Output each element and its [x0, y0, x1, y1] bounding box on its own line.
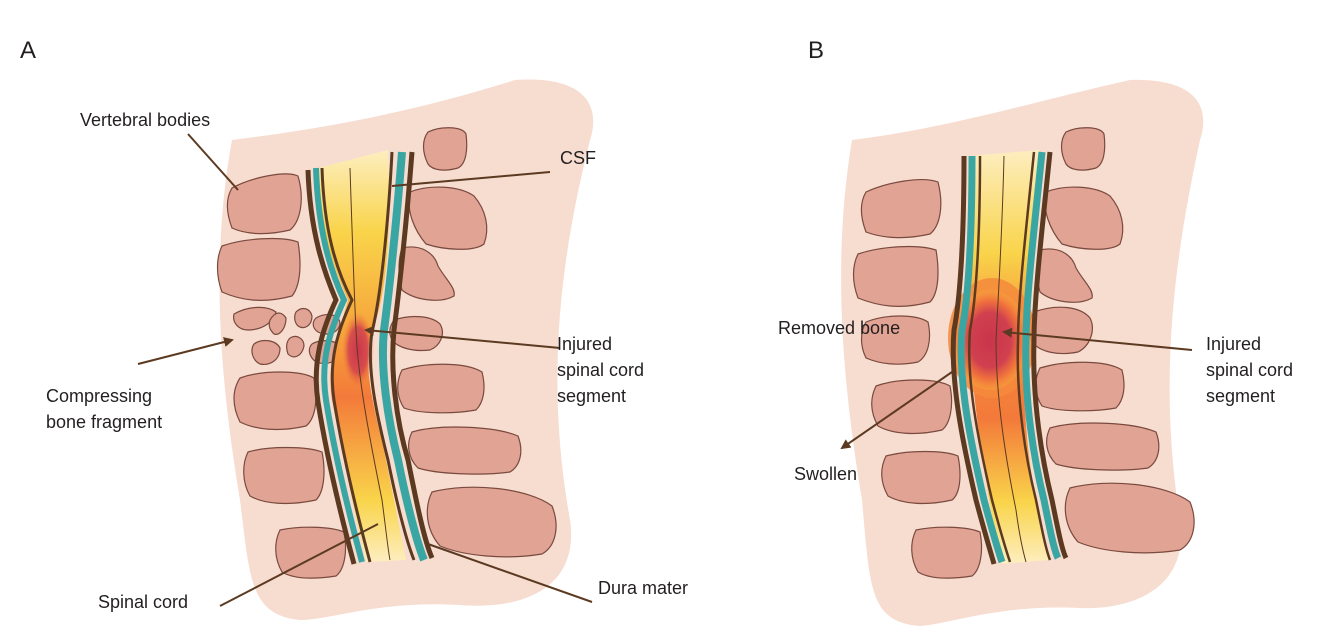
label-injured-b-1: Injured — [1206, 334, 1261, 354]
label-injured-a-1: Injured — [557, 334, 612, 354]
label-injured-b-3: segment — [1206, 386, 1275, 406]
vertebra — [409, 427, 521, 474]
label-compressing-1: Compressing — [46, 386, 152, 406]
vertebra — [234, 372, 316, 429]
label-csf: CSF — [560, 148, 596, 168]
label-spinal-cord: Spinal cord — [98, 592, 188, 612]
vertebra — [882, 452, 960, 504]
label-injured-a-2: spinal cord — [557, 360, 644, 380]
panel-b: B — [778, 37, 1293, 626]
panel-b-letter: B — [808, 37, 824, 64]
label-vertebral-bodies: Vertebral bodies — [80, 110, 210, 130]
leader-compressing — [138, 340, 232, 364]
vertebra — [912, 527, 982, 578]
vertebra — [1036, 362, 1124, 411]
vertebra — [295, 309, 312, 328]
vertebra — [1047, 423, 1159, 470]
vertebra — [854, 247, 939, 307]
label-compressing-2: bone fragment — [46, 412, 162, 432]
label-injured-b-2: spinal cord — [1206, 360, 1293, 380]
vertebra — [1029, 307, 1092, 353]
vertebra — [244, 448, 324, 504]
vertebra — [427, 487, 556, 557]
vertebra — [398, 364, 484, 413]
vertebra — [862, 180, 941, 238]
vertebra — [1062, 128, 1105, 170]
label-dura-mater: Dura mater — [598, 578, 688, 598]
label-removed-bone: Removed bone — [778, 318, 900, 338]
panel-a: A — [20, 37, 688, 620]
vertebra — [218, 239, 301, 301]
vertebra — [424, 128, 467, 170]
label-injured-a-3: segment — [557, 386, 626, 406]
vertebra — [276, 527, 346, 578]
label-swollen: Swollen — [794, 464, 857, 484]
vertebra — [872, 380, 952, 433]
panel-a-letter: A — [20, 37, 36, 64]
vertebra — [1065, 483, 1194, 553]
